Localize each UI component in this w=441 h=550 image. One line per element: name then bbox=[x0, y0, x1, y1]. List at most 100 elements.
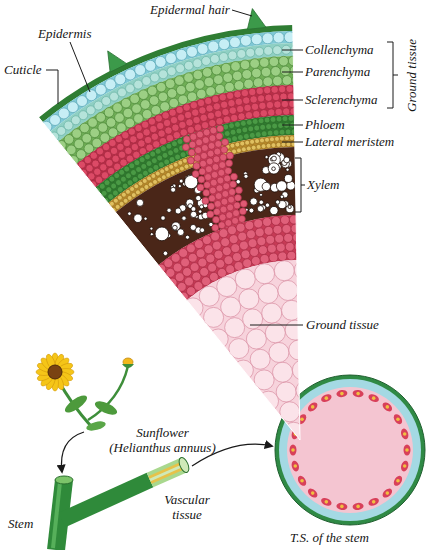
tissue-cell bbox=[249, 132, 255, 138]
vascular-bundle bbox=[367, 393, 380, 404]
tissue-cell bbox=[265, 137, 270, 142]
xylem-vessel bbox=[272, 167, 276, 171]
tissue-cell bbox=[190, 101, 198, 109]
tissue-cell bbox=[229, 123, 235, 129]
tissue-cell bbox=[259, 102, 267, 110]
vascular-bundle bbox=[320, 496, 333, 507]
tissue-cell bbox=[204, 181, 211, 188]
tissue-cell bbox=[235, 142, 240, 147]
tissue-cell bbox=[269, 57, 279, 67]
tissue-cell bbox=[200, 114, 208, 122]
tissue-cell bbox=[203, 189, 210, 196]
cuticle-layer bbox=[39, 25, 293, 122]
xylem-vessel bbox=[284, 157, 290, 163]
tissue-cell bbox=[270, 116, 276, 122]
tissue-cell bbox=[206, 87, 216, 97]
tissue-cell bbox=[272, 93, 280, 101]
tissue-cell bbox=[233, 210, 240, 217]
tissue-cell bbox=[202, 68, 212, 78]
tissue-cell bbox=[118, 88, 127, 97]
flower-petals bbox=[36, 353, 74, 391]
tissue-cell bbox=[244, 79, 254, 89]
tissue-cell bbox=[196, 249, 205, 258]
tissue-cell bbox=[295, 32, 306, 43]
xylem-vessel bbox=[167, 208, 171, 212]
part-label: Lateral meristem bbox=[305, 134, 394, 149]
tissue-cell bbox=[289, 100, 297, 108]
part-label: Vascular tissue bbox=[156, 492, 218, 522]
tissue-cell bbox=[165, 79, 175, 89]
tissue-cell bbox=[225, 167, 232, 174]
part-label: Epidermis bbox=[38, 26, 91, 41]
tissue-cell bbox=[229, 107, 237, 115]
tissue-cell bbox=[279, 136, 284, 141]
xylem-vessel bbox=[150, 233, 153, 236]
tissue-cell bbox=[156, 122, 164, 130]
tissue-cell bbox=[102, 96, 111, 105]
tissue-cell bbox=[220, 206, 227, 213]
xylem-vessel bbox=[179, 179, 183, 183]
tissue-cell bbox=[198, 258, 207, 267]
vascular-bundle bbox=[336, 502, 348, 510]
tissue-cell bbox=[208, 263, 217, 272]
tissue-cell bbox=[222, 108, 230, 116]
tissue-cell bbox=[278, 85, 286, 93]
tissue-cell bbox=[170, 116, 178, 124]
tissue-cell bbox=[176, 64, 185, 73]
tissue-cell bbox=[202, 137, 209, 144]
tissue-cell bbox=[197, 89, 207, 99]
xylem-vessel bbox=[128, 212, 132, 216]
tissue-cell bbox=[238, 113, 246, 121]
vascular-bundle bbox=[404, 445, 411, 456]
tissue-cell bbox=[168, 150, 174, 156]
tissue-cell bbox=[241, 250, 250, 259]
tissue-cell bbox=[212, 224, 219, 231]
tissue-cell bbox=[264, 226, 273, 235]
xylem-vessel bbox=[190, 224, 196, 230]
tissue-cell bbox=[126, 84, 135, 93]
vascular-bundle bbox=[296, 474, 308, 487]
tissue-cell bbox=[217, 268, 226, 277]
xylem-vessel bbox=[249, 208, 254, 213]
vascular-bundle bbox=[400, 428, 410, 441]
tissue-cell bbox=[219, 229, 228, 238]
tissue-cell bbox=[221, 63, 231, 73]
tissue-cell bbox=[212, 95, 220, 103]
leaf bbox=[62, 392, 89, 415]
tissue-cell bbox=[231, 62, 241, 72]
tissue-cell bbox=[215, 140, 222, 147]
tissue-cell bbox=[245, 140, 250, 145]
tissue-cell bbox=[255, 228, 264, 237]
xylem-vessels bbox=[128, 152, 296, 256]
tissue-cell bbox=[230, 114, 238, 122]
tissue-cell bbox=[218, 169, 225, 176]
tissue-cell bbox=[184, 73, 194, 83]
stem-cortex bbox=[279, 379, 421, 521]
bundle-core bbox=[403, 464, 407, 468]
tissue-cell bbox=[265, 94, 273, 102]
tissue-cell bbox=[110, 92, 119, 101]
tissue-cell bbox=[266, 143, 271, 148]
bundle-core bbox=[405, 448, 409, 452]
tissue-cell bbox=[213, 156, 220, 163]
tissue-cell bbox=[251, 34, 262, 45]
xylem-vessel bbox=[150, 227, 153, 230]
tissue-cell bbox=[222, 247, 231, 256]
tissue-cell bbox=[246, 48, 255, 57]
tissue-cell bbox=[167, 67, 176, 76]
tissue-cell bbox=[255, 47, 264, 56]
tissue-cell bbox=[261, 144, 266, 149]
tissue-cell bbox=[262, 33, 273, 44]
tissue-cell bbox=[276, 382, 296, 402]
xylem-vessel bbox=[276, 200, 280, 204]
tissue-cell bbox=[240, 141, 245, 146]
tissue-cell bbox=[246, 230, 255, 239]
medullary-ray-cells bbox=[182, 125, 247, 231]
tissue-cell bbox=[132, 104, 142, 114]
tissue-cell bbox=[229, 235, 238, 244]
tissue-cell bbox=[199, 286, 219, 306]
tissue-cell bbox=[278, 123, 284, 129]
tissue-cell bbox=[232, 253, 241, 262]
stem-cut-end bbox=[177, 456, 191, 474]
tissue-cell bbox=[235, 269, 255, 289]
